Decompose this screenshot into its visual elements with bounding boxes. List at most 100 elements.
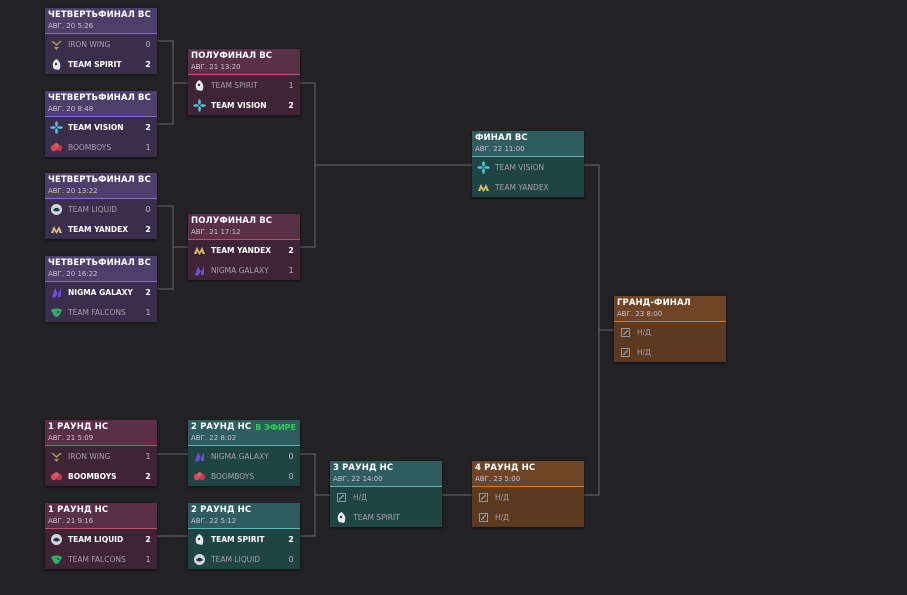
team-name: TEAM LIQUID — [211, 554, 261, 564]
team-name: TEAM SPIRIT — [211, 534, 265, 544]
team-name: TEAM SPIRIT — [353, 512, 400, 522]
team-name: BOOMBOYS — [68, 142, 112, 152]
team-row[interactable]: NIGMA GALAXY 1 — [188, 260, 300, 280]
match-title: ГРАНД-ФИНАЛ — [617, 298, 691, 308]
match-lower-r1b[interactable]: 1 РАУНД НС АВГ. 21 9:16 TEAM LIQUID 2 TE… — [45, 503, 157, 569]
team-row[interactable]: TEAM SPIRIT — [330, 507, 442, 527]
team-score: 0 — [288, 451, 294, 461]
team-name: TEAM FALCONS — [68, 554, 126, 564]
team-score: 2 — [288, 245, 294, 255]
team-score: 2 — [145, 287, 151, 297]
team-row[interactable]: TEAM FALCONS 1 — [45, 302, 157, 322]
team-score: 2 — [145, 59, 151, 69]
match-title: ПОЛУФИНАЛ ВС — [191, 216, 273, 226]
team-name: Н/Д — [637, 347, 652, 357]
match-lower-r3[interactable]: 3 РАУНД НС АВГ. 22 14:00 Н/Д TEAM SPIRIT — [330, 461, 442, 527]
placeholder-team-icon — [335, 491, 348, 504]
match-header: ЧЕТВЕРТЬФИНАЛ ВС АВГ. 20 13:22 — [45, 173, 157, 199]
team-row[interactable]: TEAM SPIRIT 2 — [45, 54, 157, 74]
team-row[interactable]: TEAM YANDEX — [472, 177, 584, 197]
team-row[interactable]: TEAM VISION 2 — [188, 95, 300, 115]
team-vision-logo-icon — [477, 160, 490, 174]
boomboys-logo-icon — [193, 470, 206, 483]
match-title: ЧЕТВЕРТЬФИНАЛ ВС — [48, 10, 151, 20]
match-upper-sf1[interactable]: ПОЛУФИНАЛ ВС АВГ. 21 13:20 TEAM SPIRIT 1… — [188, 49, 300, 115]
match-header: ГРАНД-ФИНАЛ АВГ. 23 8:00 — [614, 296, 726, 322]
team-name: TEAM FALCONS — [68, 307, 126, 317]
team-row[interactable]: TEAM LIQUID 0 — [188, 549, 300, 569]
team-name: NIGMA GALAXY — [211, 451, 269, 461]
team-row[interactable]: Н/Д — [614, 342, 726, 362]
placeholder-team-icon — [477, 511, 490, 524]
team-score: 0 — [288, 554, 294, 564]
team-row[interactable]: TEAM YANDEX 2 — [45, 219, 157, 239]
team-row[interactable]: TEAM SPIRIT 1 — [188, 75, 300, 95]
placeholder-team-icon — [619, 326, 632, 339]
team-row[interactable]: TEAM VISION — [472, 157, 584, 177]
match-header: ЧЕТВЕРТЬФИНАЛ ВС АВГ. 20 8:48 — [45, 91, 157, 117]
team-score: 1 — [145, 307, 151, 317]
team-name: TEAM VISION — [495, 162, 545, 172]
match-date: АВГ. 20 16:22 — [48, 270, 98, 278]
match-title: 1 РАУНД НС — [48, 505, 109, 515]
match-lower-r4[interactable]: 4 РАУНД НС АВГ. 23 5:00 Н/Д Н/Д — [472, 461, 584, 527]
live-status-badge: В ЭФИРЕ — [255, 423, 296, 432]
team-row[interactable]: BOOMBOYS 2 — [45, 466, 157, 486]
match-date: АВГ. 20 5:26 — [48, 22, 94, 30]
match-upper-qf1[interactable]: ЧЕТВЕРТЬФИНАЛ ВС АВГ. 20 5:26 IRON WING … — [45, 8, 157, 74]
match-upper-qf2[interactable]: ЧЕТВЕРТЬФИНАЛ ВС АВГ. 20 8:48 TEAM VISIO… — [45, 91, 157, 157]
team-row[interactable]: TEAM LIQUID 0 — [45, 199, 157, 219]
team-row[interactable]: Н/Д — [614, 322, 726, 342]
match-upper-sf2[interactable]: ПОЛУФИНАЛ ВС АВГ. 21 17:12 TEAM YANDEX 2… — [188, 214, 300, 280]
team-score: 0 — [145, 204, 151, 214]
team-score: 0 — [288, 471, 294, 481]
team-row[interactable]: TEAM FALCONS 1 — [45, 549, 157, 569]
match-upper-qf3[interactable]: ЧЕТВЕРТЬФИНАЛ ВС АВГ. 20 13:22 TEAM LIQU… — [45, 173, 157, 239]
match-header: ФИНАЛ ВС АВГ. 22 11:00 — [472, 131, 584, 157]
team-name: TEAM YANDEX — [68, 224, 129, 234]
match-title: 4 РАУНД НС — [475, 463, 536, 473]
team-row[interactable]: TEAM YANDEX 2 — [188, 240, 300, 260]
match-lower-r1a[interactable]: 1 РАУНД НС АВГ. 21 5:09 IRON WING 1 BOOM… — [45, 420, 157, 486]
match-header: 1 РАУНД НС АВГ. 21 5:09 — [45, 420, 157, 446]
match-lower-r2a[interactable]: 2 РАУНД НС АВГ. 22 8:02 В ЭФИРЕ NIGMA GA… — [188, 420, 300, 486]
team-name: NIGMA GALAXY — [211, 265, 269, 275]
team-spirit-logo-icon — [193, 533, 206, 546]
team-name: TEAM VISION — [68, 122, 124, 132]
team-name: TEAM SPIRIT — [211, 80, 258, 90]
match-upper-final[interactable]: ФИНАЛ ВС АВГ. 22 11:00 TEAM VISION TEAM … — [472, 131, 584, 197]
match-header: 3 РАУНД НС АВГ. 22 14:00 — [330, 461, 442, 487]
team-name: Н/Д — [495, 492, 510, 502]
match-title: ФИНАЛ ВС — [475, 133, 528, 143]
match-title: 3 РАУНД НС — [333, 463, 394, 473]
team-row[interactable]: IRON WING 0 — [45, 34, 157, 54]
team-row[interactable]: Н/Д — [472, 507, 584, 527]
team-name: IRON WING — [68, 39, 111, 49]
team-name: Н/Д — [495, 512, 510, 522]
team-name: BOOMBOYS — [68, 471, 117, 481]
team-falcons-logo-icon — [50, 553, 63, 566]
match-upper-qf4[interactable]: ЧЕТВЕРТЬФИНАЛ ВС АВГ. 20 16:22 NIGMA GAL… — [45, 256, 157, 322]
match-date: АВГ. 22 14:00 — [333, 475, 383, 483]
team-row[interactable]: NIGMA GALAXY 0 — [188, 446, 300, 466]
match-grand-final[interactable]: ГРАНД-ФИНАЛ АВГ. 23 8:00 Н/Д Н/Д — [614, 296, 726, 362]
team-name: TEAM YANDEX — [211, 245, 272, 255]
team-row[interactable]: IRON WING 1 — [45, 446, 157, 466]
match-date: АВГ. 22 8:02 — [191, 434, 237, 442]
match-date: АВГ. 22 11:00 — [475, 145, 525, 153]
team-row[interactable]: TEAM VISION 2 — [45, 117, 157, 137]
match-title: 2 РАУНД НС — [191, 422, 252, 432]
team-score: 1 — [145, 554, 151, 564]
team-row[interactable]: BOOMBOYS 1 — [45, 137, 157, 157]
team-row[interactable]: BOOMBOYS 0 — [188, 466, 300, 486]
team-row[interactable]: Н/Д — [330, 487, 442, 507]
match-title: ПОЛУФИНАЛ ВС — [191, 51, 273, 61]
iron-wing-logo-icon — [50, 450, 63, 463]
team-row[interactable]: TEAM SPIRIT 2 — [188, 529, 300, 549]
team-row[interactable]: TEAM LIQUID 2 — [45, 529, 157, 549]
match-lower-r2b[interactable]: 2 РАУНД НС АВГ. 22 5:12 TEAM SPIRIT 2 TE… — [188, 503, 300, 569]
match-header: ПОЛУФИНАЛ ВС АВГ. 21 17:12 — [188, 214, 300, 240]
team-row[interactable]: Н/Д — [472, 487, 584, 507]
team-score: 1 — [288, 80, 294, 90]
team-row[interactable]: NIGMA GALAXY 2 — [45, 282, 157, 302]
